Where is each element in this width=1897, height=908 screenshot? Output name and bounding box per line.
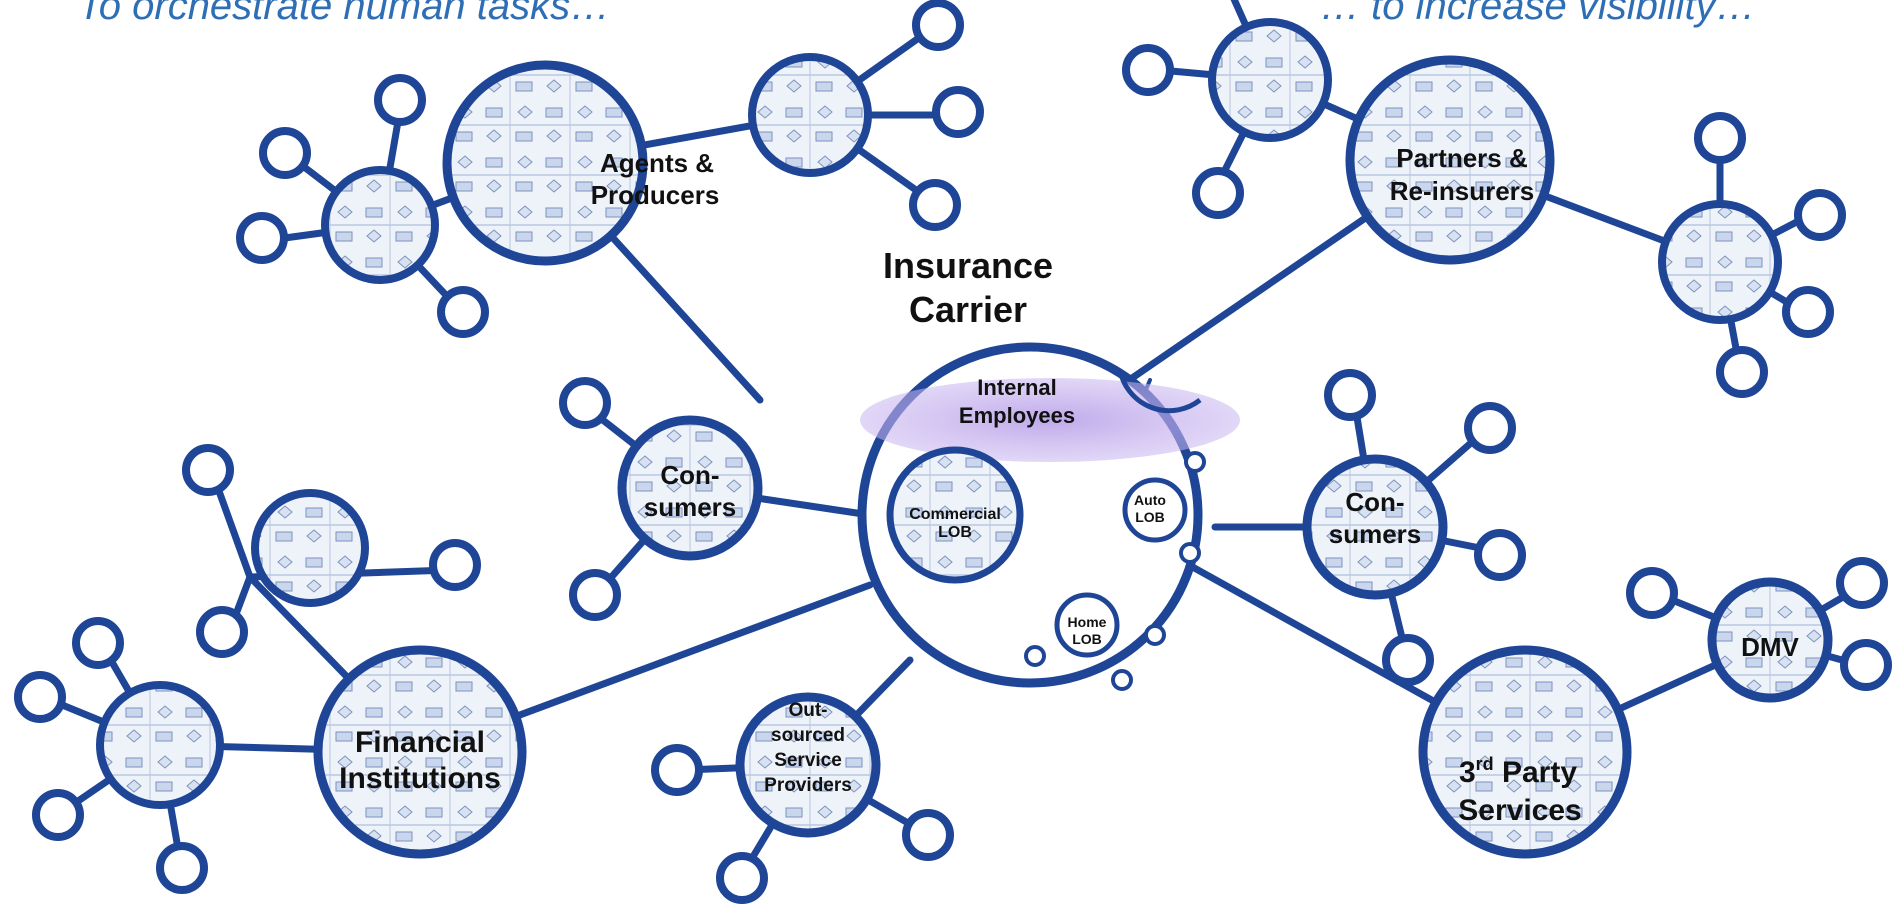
consumers-right-line2: sumers — [1329, 519, 1422, 549]
home-lob-node — [1054, 592, 1120, 658]
internal-employees-line2: Employees — [959, 403, 1075, 428]
carrier-title-line1: Insurance — [883, 245, 1053, 286]
partners-reinsurers-node — [1345, 55, 1555, 265]
consumers-right-line1: Con- — [1345, 487, 1404, 517]
ring-node — [14, 671, 66, 723]
ring-node — [1474, 529, 1526, 581]
third-party-line1: 3rd Party — [1459, 754, 1577, 789]
commercial-lob-line1: Commercial — [909, 506, 1001, 523]
internal-employees-line1: Internal — [977, 375, 1056, 400]
ring-node — [902, 809, 954, 861]
ring-node — [1111, 669, 1133, 691]
ring-node — [1794, 189, 1846, 241]
ring-node — [1122, 44, 1174, 96]
home-lob-line1: Home — [1068, 614, 1107, 630]
agents-label-line2: Producers — [591, 180, 720, 210]
ring-node — [559, 377, 611, 429]
partners-label-line2: Re-insurers — [1390, 176, 1535, 206]
process-node-partners-satellite-2 — [1658, 200, 1782, 324]
commercial-lob-node — [886, 446, 1024, 584]
ring-node — [651, 744, 703, 796]
ring-node — [1024, 645, 1046, 667]
ring-node — [1324, 369, 1376, 421]
ring-node — [156, 842, 208, 894]
ring-node — [1464, 402, 1516, 454]
ring-node — [569, 569, 621, 621]
ring-node — [1694, 112, 1746, 164]
ring-node — [1144, 624, 1166, 646]
caption-right: … to increase visibility… — [1320, 0, 1756, 28]
dmv-label: DMV — [1741, 632, 1799, 662]
process-node-financial-satellite-2 — [96, 681, 224, 809]
ring-node — [374, 74, 426, 126]
agents-label-line1: Agents & — [600, 148, 714, 178]
consumers-left-node — [617, 415, 763, 561]
ring-node — [1836, 557, 1888, 609]
consumers-left-line2: sumers — [644, 492, 737, 522]
agents-producers-node — [442, 60, 648, 266]
consumers-left-line1: Con- — [660, 460, 719, 490]
home-lob-line2: LOB — [1072, 631, 1102, 647]
ring-node — [909, 179, 961, 231]
financial-label-line2: Institutions — [339, 762, 501, 795]
ring-node — [236, 212, 288, 264]
partners-label-line1: Partners & — [1396, 143, 1528, 173]
ring-node — [932, 86, 984, 138]
outsourced-line3: Service — [774, 750, 842, 771]
ring-node — [259, 127, 311, 179]
process-node-agents-satellite-2 — [748, 53, 872, 177]
third-party-services-node — [1418, 645, 1632, 859]
outsourced-line1: Out- — [788, 700, 827, 721]
ring-node — [429, 539, 481, 591]
ring-node — [1716, 346, 1768, 398]
commercial-lob-line2: LOB — [938, 524, 972, 541]
ring-node — [1782, 286, 1834, 338]
ring-node — [1840, 639, 1892, 691]
ring-node — [716, 852, 768, 904]
ring-node — [1179, 542, 1201, 564]
consumers-right-node — [1302, 454, 1448, 600]
outsourced-line4: Providers — [764, 775, 852, 796]
auto-lob-line1: Auto — [1134, 492, 1166, 508]
caption-left: To orchestrate human tasks… — [78, 0, 611, 28]
ring-node — [72, 617, 124, 669]
third-party-line2: Services — [1458, 794, 1581, 827]
financial-institutions-node — [313, 645, 527, 859]
outsourced-providers-node — [735, 692, 881, 838]
ring-node — [1192, 167, 1244, 219]
outsourced-line2: sourced — [771, 725, 845, 746]
auto-lob-line2: LOB — [1135, 509, 1165, 525]
process-node-agents-satellite — [321, 166, 439, 284]
carrier-arc — [1117, 369, 1202, 414]
auto-lob-node — [1122, 477, 1188, 543]
ring-node — [1184, 451, 1206, 473]
financial-label-line1: Financial — [355, 726, 485, 759]
internal-employees-highlight — [860, 378, 1240, 462]
ring-node — [1626, 567, 1678, 619]
dmv-node — [1707, 577, 1833, 703]
ring-node — [196, 606, 248, 658]
ring-node — [912, 0, 964, 51]
process-node-partners-satellite — [1208, 18, 1332, 142]
ring-node — [437, 286, 489, 338]
ring-node — [1382, 634, 1434, 686]
ring-node — [182, 444, 234, 496]
ring-node — [32, 789, 84, 841]
process-node-financial-satellite — [251, 489, 369, 607]
carrier-title-line2: Carrier — [909, 289, 1027, 330]
